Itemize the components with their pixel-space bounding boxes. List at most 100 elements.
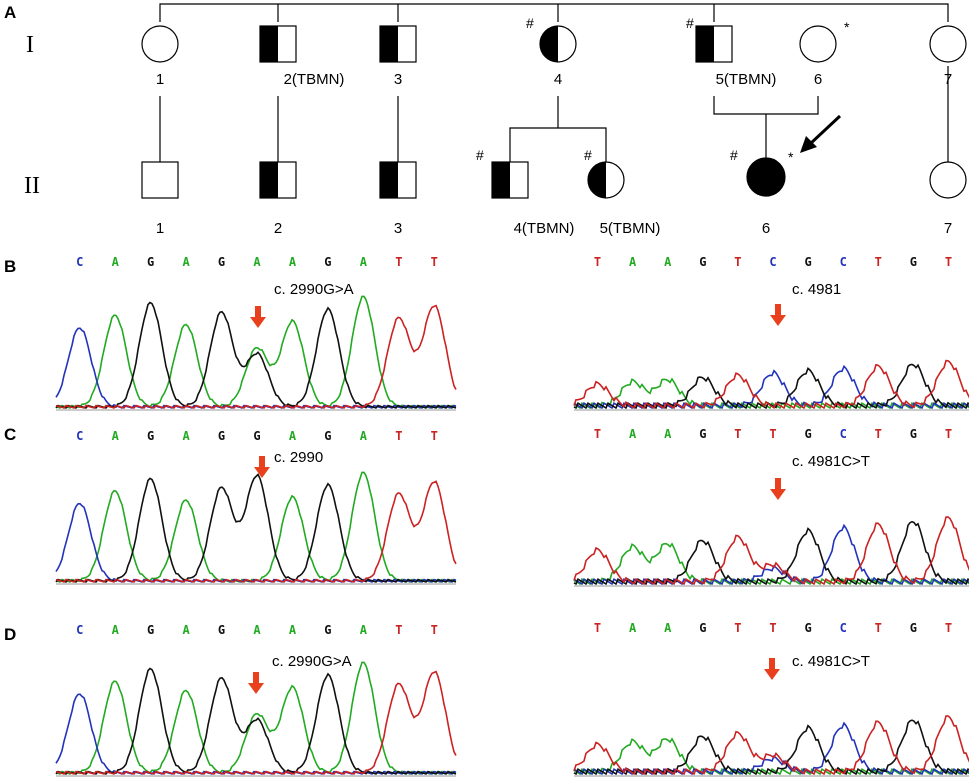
pedigree-II-7-female: [929, 161, 967, 199]
base-letter: T: [395, 429, 402, 443]
base-letter: A: [629, 255, 637, 269]
pedigree-I-7-female: [929, 25, 967, 63]
marriage-line: [713, 96, 819, 115]
base-letter: A: [664, 255, 672, 269]
base-letter: C: [76, 255, 83, 269]
pedigree-label-I-2: 2(TBMN): [284, 71, 345, 88]
base-letter: G: [910, 427, 917, 441]
base-letter: G: [910, 255, 917, 269]
base-letter: C: [840, 427, 847, 441]
star-mark-II-6: *: [788, 149, 794, 165]
base-letter: T: [431, 623, 438, 637]
base-letter: T: [734, 255, 741, 269]
base-letter: G: [218, 623, 225, 637]
annotation-d-left: c. 2990G>A: [272, 653, 352, 670]
base-letter: A: [112, 429, 120, 443]
base-letter: C: [76, 429, 83, 443]
trace-T: [573, 359, 969, 410]
pedigree-label-II-4: 4(TBMN): [514, 220, 575, 237]
trace-C: [55, 327, 457, 409]
base-letter: G: [699, 621, 706, 635]
base-letter: A: [360, 623, 368, 637]
mutation-arrow-b-right: [770, 304, 786, 326]
pedigree-I-4-female-carrier: [539, 25, 577, 63]
panel-label-b: B: [4, 257, 16, 276]
trace-G: [55, 301, 457, 409]
trace-G: [55, 473, 457, 583]
base-letter: G: [804, 427, 811, 441]
base-letter: T: [431, 255, 438, 269]
pedigree-label-I-1: 1: [156, 71, 164, 88]
base-letter: C: [769, 255, 776, 269]
trace-G: [573, 520, 969, 586]
base-letter: T: [395, 623, 402, 637]
base-letter: G: [910, 621, 917, 635]
base-letter: G: [324, 255, 331, 269]
pedigree-label-II-3: 3: [394, 220, 402, 237]
hash-mark-I-4: #: [526, 15, 534, 31]
base-letter: T: [769, 621, 776, 635]
base-letter: T: [769, 427, 776, 441]
base-letter: G: [804, 255, 811, 269]
base-letter: G: [324, 429, 331, 443]
base-letter: T: [734, 621, 741, 635]
base-letter: G: [253, 429, 260, 443]
pedigree-I-5-male-carrier: [695, 25, 733, 63]
base-letter: A: [289, 623, 297, 637]
chromatograms: C A G A G A A G A T T T A A G T C G C T G T C A G A G G A G A T T T A A G T T G…: [55, 255, 969, 777]
base-letter: A: [664, 621, 672, 635]
base-letter: C: [840, 621, 847, 635]
hash-mark-II-5: #: [584, 147, 592, 163]
pedigree-label-I-5: 5(TBMN): [716, 71, 777, 88]
base-letter: A: [629, 621, 637, 635]
pedigree-label-I-7: 7: [944, 71, 952, 88]
pedigree-II-5-female-carrier: [587, 161, 625, 199]
mutation-arrow-c-left: [254, 456, 270, 478]
base-letter: A: [182, 255, 190, 269]
pedigree-label-II-1: 1: [156, 220, 164, 237]
base-letter: G: [147, 255, 154, 269]
base-letter: T: [594, 427, 601, 441]
trace-A: [55, 661, 457, 775]
pedigree-lines: [159, 3, 949, 162]
base-letter: G: [147, 429, 154, 443]
trace-C: [573, 523, 969, 586]
generation-label-2: II: [24, 173, 40, 199]
base-letter: A: [253, 623, 261, 637]
pedigree-label-II-7: 7: [944, 220, 952, 237]
hash-mark-II-4: #: [476, 147, 484, 163]
trace-G: [573, 719, 969, 776]
pedigree-II-1-male: [141, 161, 179, 199]
base-letter: T: [945, 427, 952, 441]
trace-C: [573, 721, 969, 776]
trace-C: [55, 502, 457, 583]
base-letter: A: [664, 427, 672, 441]
base-letter: T: [431, 429, 438, 443]
base-letter: T: [395, 255, 402, 269]
sibship-line: [159, 3, 949, 22]
base-letter: G: [324, 623, 331, 637]
base-letter: T: [734, 427, 741, 441]
annotation-c-left: c. 2990: [274, 449, 323, 466]
base-letter: T: [594, 621, 601, 635]
pedigree-II-6-proband-affected: [746, 157, 786, 197]
annotation-b-left: c. 2990G>A: [274, 281, 354, 298]
panel-label-c: C: [4, 425, 16, 444]
annotation-b-right: c. 4981: [792, 281, 841, 298]
hash-mark-I-5: #: [686, 15, 694, 31]
base-letter: T: [945, 621, 952, 635]
trace-T: [573, 516, 969, 586]
pedigree-label-II-2: 2: [274, 220, 282, 237]
base-letter: A: [182, 623, 190, 637]
base-letter: G: [218, 429, 225, 443]
base-letter: A: [289, 255, 297, 269]
panel-label-d: D: [4, 625, 16, 644]
base-letter: T: [945, 255, 952, 269]
trace-T: [55, 670, 457, 775]
pedigree-label-II-6: 6: [762, 220, 770, 237]
base-letter: A: [289, 429, 297, 443]
trace-G: [55, 667, 457, 775]
